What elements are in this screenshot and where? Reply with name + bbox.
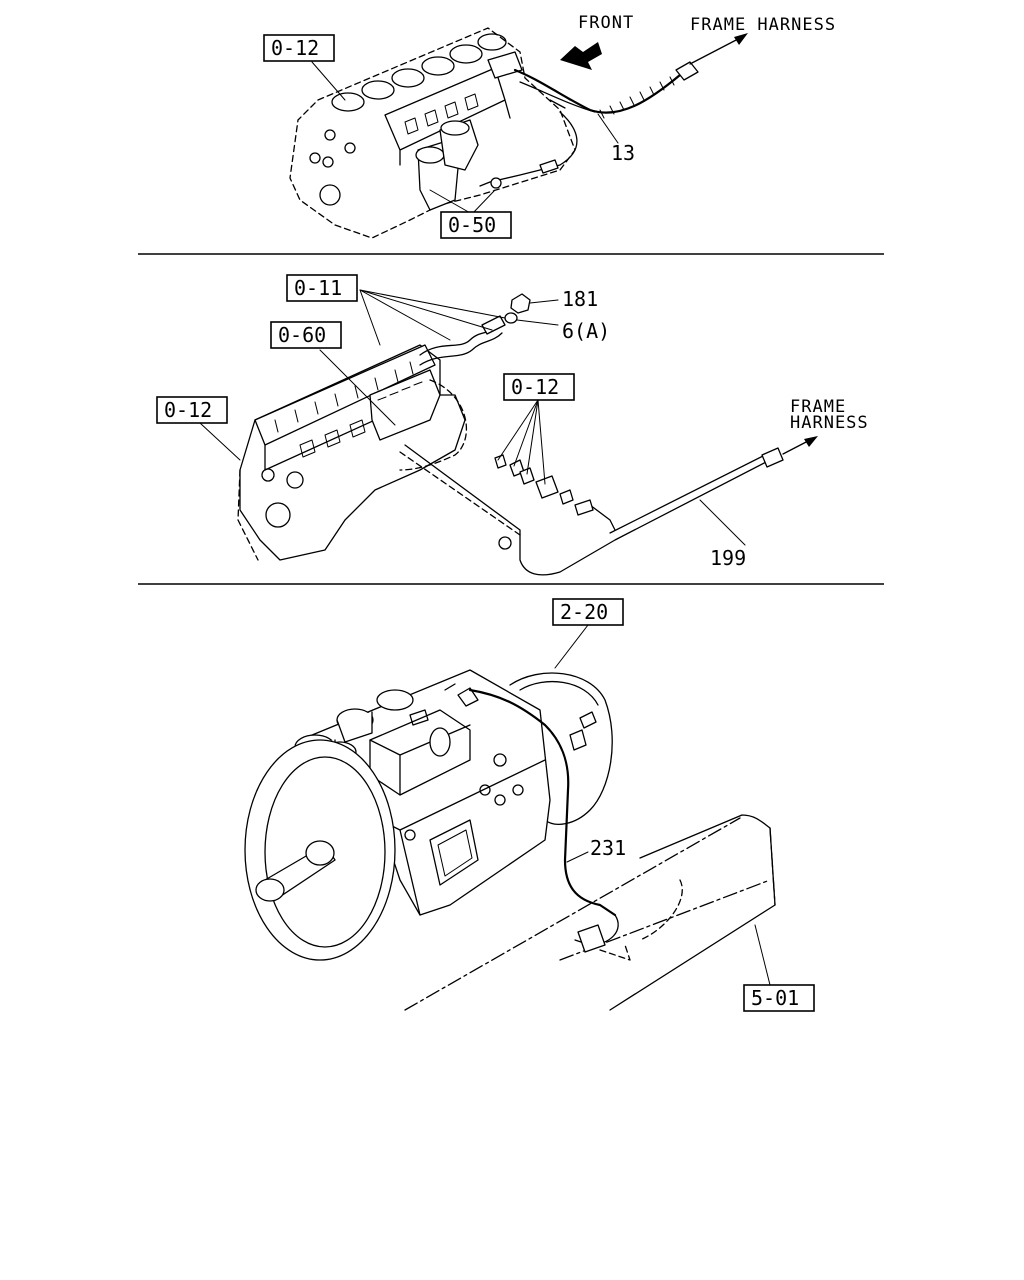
ref-box-s2-left: 0-12	[164, 398, 212, 422]
washer-6a	[504, 312, 518, 324]
ref-box-s1-bottom: 0-50	[448, 213, 496, 237]
manifold	[384, 67, 511, 166]
section-1-engine-top: FRONT FRAME HARNESS 13 0-12 0-50	[263, 13, 836, 239]
injection-pump	[369, 369, 441, 441]
frame-harness-label: FRAME HARNESS	[690, 15, 836, 35]
cylinder-bores	[331, 33, 507, 112]
ref-box-s1-engine: 0-12	[271, 36, 319, 60]
frame-label: FRAME	[790, 397, 846, 417]
harness-231	[468, 688, 617, 917]
part-199-label: 199	[710, 546, 746, 570]
harness-199	[404, 444, 771, 576]
part-6a-label: 6(A)	[562, 319, 610, 343]
clutch-housing	[509, 672, 613, 825]
engine-outline	[239, 344, 466, 561]
front-label: FRONT	[578, 13, 634, 33]
part-181-label: 181	[562, 287, 598, 311]
ref-box-s2-top: 0-11	[294, 276, 342, 300]
ref-box-s2-right: 0-12	[511, 375, 559, 399]
frame-rail	[609, 814, 776, 1011]
nut-181	[510, 293, 531, 314]
harness-label: HARNESS	[790, 413, 869, 433]
part-13-label: 13	[611, 141, 635, 165]
ref-box-s2-mid: 0-60	[278, 323, 326, 347]
engine-block-outline	[289, 27, 576, 239]
section-3-transmission: 231 2-20 5-01	[244, 598, 815, 1012]
section-2-engine-side: 181 6(A) FRAME HARNESS	[156, 274, 869, 576]
ref-box-s3-top: 2-20	[560, 600, 608, 624]
part-231-label: 231	[590, 836, 626, 860]
ref-box-s3-bottom: 5-01	[751, 986, 799, 1010]
front-arrow	[560, 42, 602, 70]
